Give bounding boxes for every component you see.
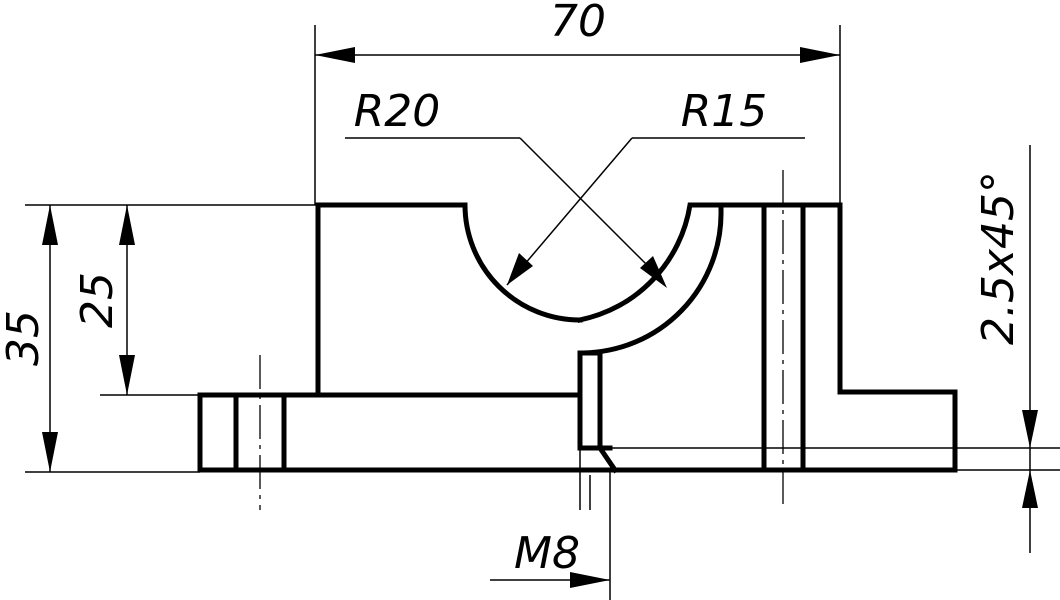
r20-arrowhead <box>507 253 533 285</box>
dimension-70: 70 <box>314 0 841 205</box>
body-right-outline <box>197 202 958 473</box>
thread-chamfer-line <box>596 444 619 474</box>
radius-dimensions: R20 R15 <box>345 86 805 288</box>
thread-dimension: M8 <box>490 448 611 600</box>
thread-arrowhead <box>570 572 610 588</box>
height-dimensions: 35 25 <box>0 204 318 473</box>
chamfer-arrowhead-bottom <box>1022 470 1038 508</box>
dimension-text-m8: M8 <box>514 528 580 579</box>
r15-arrowhead <box>640 256 667 288</box>
r15-leader-diagonal <box>506 137 633 286</box>
part-outline <box>197 202 958 474</box>
body-left-outline <box>315 202 583 398</box>
dimension-text-70: 70 <box>550 0 606 47</box>
arrowhead-right <box>800 47 840 63</box>
arrowhead-left <box>315 47 355 63</box>
arrowhead-25-bottom <box>119 355 135 395</box>
dimension-text-35: 35 <box>0 310 49 366</box>
chamfer-arrowhead-top <box>1022 410 1038 448</box>
center-lines <box>259 170 784 510</box>
inner-arc-r15 <box>580 202 724 356</box>
r20-leader-diagonal <box>519 137 661 279</box>
dimension-text-r15: R15 <box>681 86 768 137</box>
arrowhead-35-top <box>42 205 58 245</box>
arrowhead-25-top <box>119 205 135 245</box>
dimension-text-r20: R20 <box>354 86 441 137</box>
chamfer-dimension: 2.5x45° <box>610 145 1060 553</box>
arrowhead-35-bottom <box>42 432 58 472</box>
dimension-text-25: 25 <box>72 272 123 328</box>
threaded-hole-outline <box>577 350 603 451</box>
dimension-text-chamfer: 2.5x45° <box>973 171 1024 345</box>
